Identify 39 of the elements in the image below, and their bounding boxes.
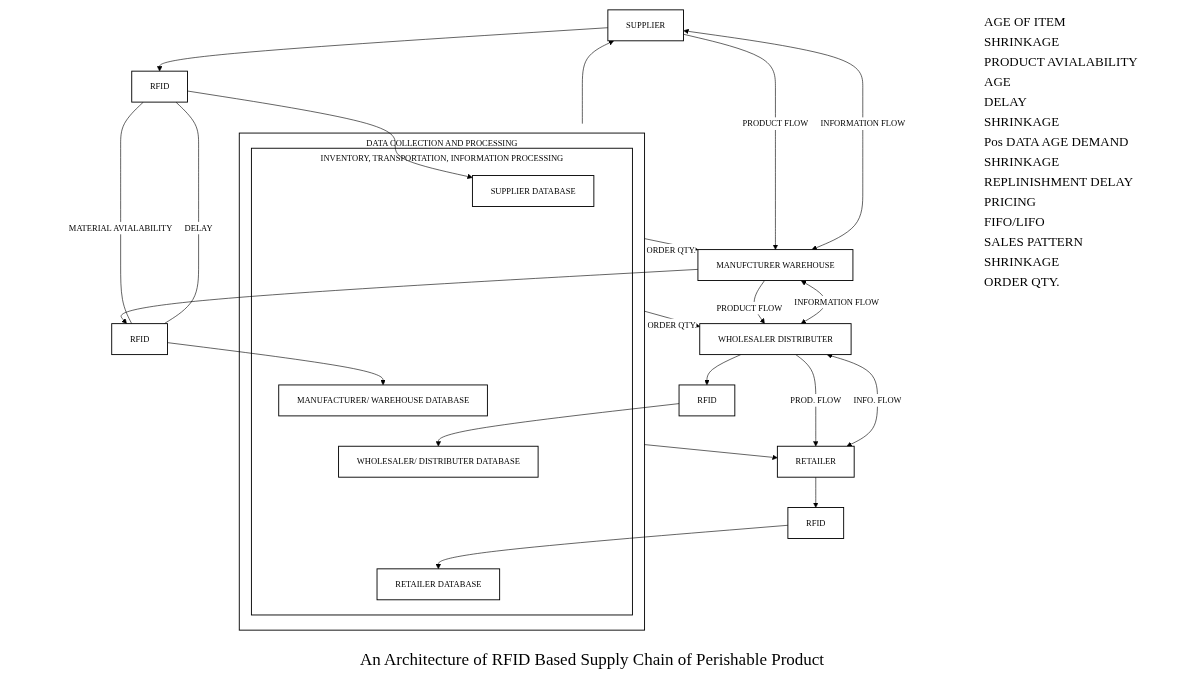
note-label: Pos DATA AGE DEMAND [984,134,1130,150]
node-box: RFID [787,507,845,539]
note-label: REPLINISHMENT DELAY [984,174,1135,190]
edge-label: PRODUCT FLOW [742,119,809,129]
edge-label: INFO. FLOW [853,395,902,405]
connector [120,101,144,324]
node-box: RFID [131,70,188,103]
note-label: SHRINKAGE [984,34,1061,50]
connector [163,101,199,324]
note-label: SALES PATTERN [984,234,1084,250]
caption: An Architecture of RFID Based Supply Chain of Perishable Product [358,649,826,671]
node-box: MANUFCTURER WAREHOUSE [697,249,854,281]
edge-label: PROD. FLOW [790,395,842,405]
node-box: RETAILER DATABASE [376,568,501,601]
note-label: SHRINKAGE [984,254,1061,270]
node-box: RFID [678,384,736,417]
node-box: SUPPLIER [607,9,684,42]
note-label: AGE [984,74,1012,90]
note-label: ORDER QTY. [984,274,1061,290]
edge-label: PRODUCT FLOW [716,303,783,313]
edge-label: ORDER QTY. [647,320,697,330]
edge-label: DELAY [184,223,213,233]
note-label: FIFO/LIFO [984,214,1046,230]
node-box: RFID [111,323,168,356]
note-label: DELAY [984,94,1028,110]
node-box: WHOLESALER DISTRIBUTER [699,323,852,356]
node-box: WHOLESALER/ DISTRIBUTER DATABASE [338,445,539,478]
note-label: AGE OF ITEM [984,14,1067,30]
note-label: PRICING [984,194,1037,210]
edge-label: MATERIAL AVIALABILITY [68,223,173,233]
node-box: RETAILER [776,445,855,478]
edge-label: INFORMATION FLOW [794,297,880,307]
node-box: SUPPLIER DATABASE [471,175,595,207]
note-label: SHRINKAGE [984,154,1061,170]
node-box: MANUFACTURER/ WAREHOUSE DATABASE [278,384,488,417]
edge-label: INFORMATION FLOW [820,119,906,129]
note-label: SHRINKAGE [984,114,1061,130]
edge-label: ORDER QTY. [646,245,696,255]
note-label: PRODUCT AVIALABILITY [984,54,1139,70]
